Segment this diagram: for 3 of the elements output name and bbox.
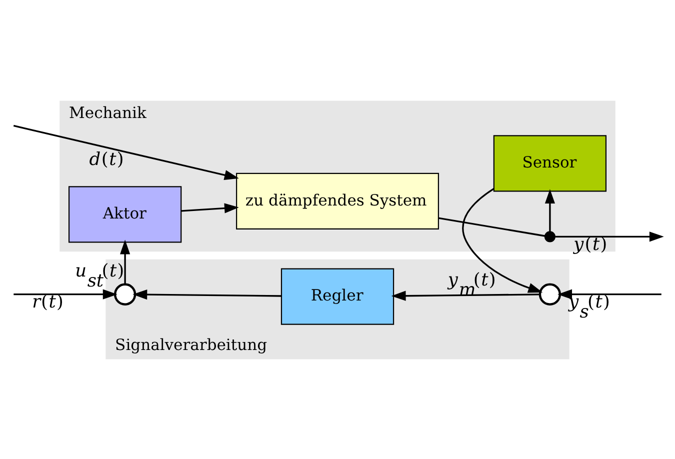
edge-label: d(t) [89,149,124,170]
edge-label: r(t) [32,292,64,312]
edge-label: y(t) [574,234,608,254]
